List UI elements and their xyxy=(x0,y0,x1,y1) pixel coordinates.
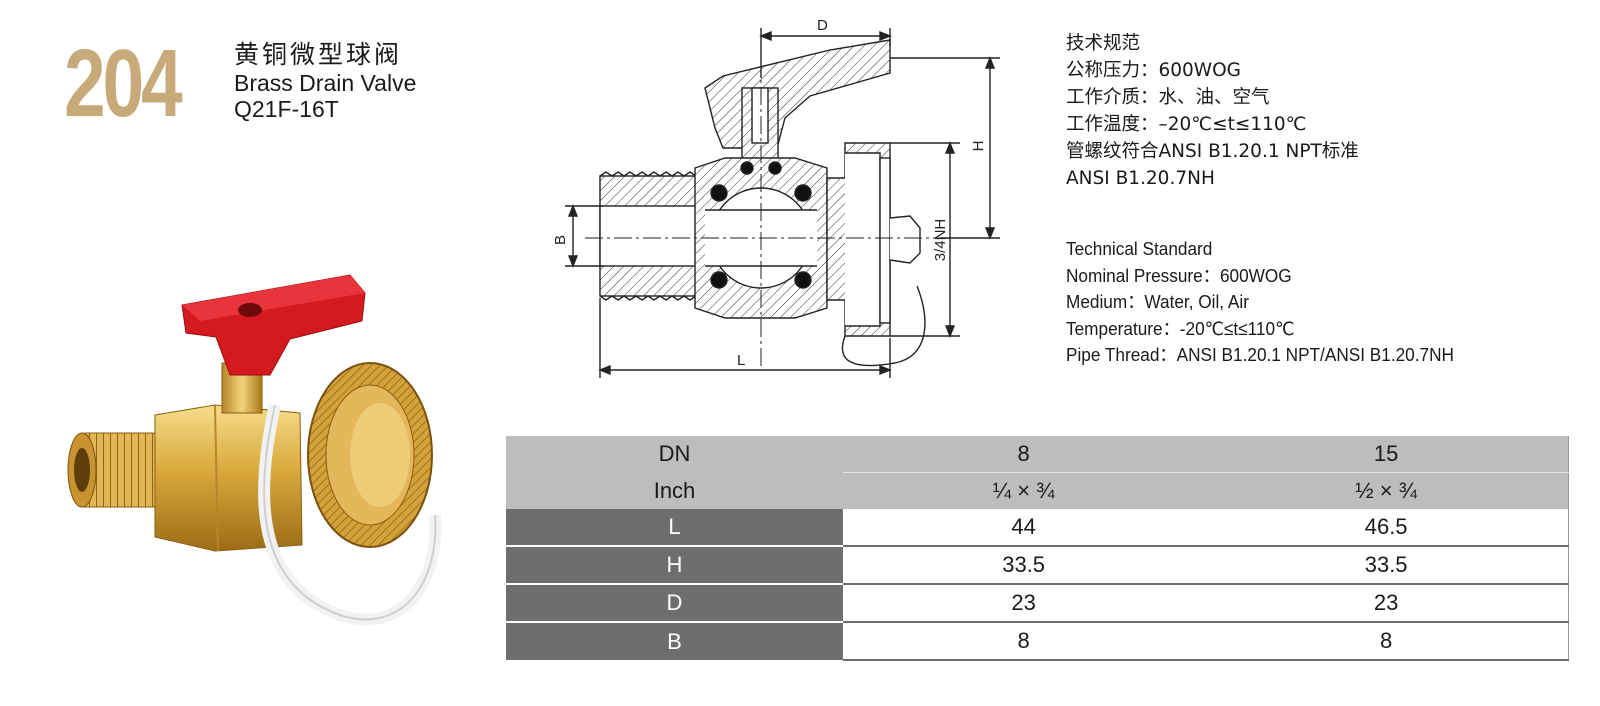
spec-en-heading: Technical Standard xyxy=(1066,238,1213,259)
table-row-label: B xyxy=(506,622,843,660)
table-header-row: DN 8 15 xyxy=(506,436,1569,473)
spec-en-pressure: Nominal Pressure：600WOG xyxy=(1066,264,1292,286)
spec-en-medium: Medium：Water, Oil, Air xyxy=(1066,291,1249,312)
spec-en-thread: Pipe Thread：ANSI B1.20.1 NPT/ANSI B1.20.… xyxy=(1066,344,1454,365)
product-name-en: Brass Drain Valve xyxy=(234,70,417,96)
table-row-label: H xyxy=(506,546,843,585)
dimension-table: DN 8 15 Inch ¼ × ¾ ½ × ¾ L 44 46.5 H 33.… xyxy=(506,436,1569,661)
spec-cn-temperature: 工作温度：–20℃≤t≤110℃ xyxy=(1066,114,1307,135)
dim-label-h: H xyxy=(970,141,987,152)
spec-cn-pressure: 公称压力：600WOG xyxy=(1066,60,1242,81)
table-row: H 33.5 33.5 xyxy=(506,546,1569,585)
spec-cn-thread: 管螺纹符合ANSI B1.20.1 NPT标准 xyxy=(1066,141,1359,162)
table-header-cell: 15 xyxy=(1204,436,1569,473)
table-row: B 8 8 xyxy=(506,622,1569,661)
table-cell: 33.5 xyxy=(843,546,1205,585)
dim-label-l: L xyxy=(737,352,745,369)
table-cell: 8 xyxy=(1204,622,1569,661)
valve-photo xyxy=(67,274,442,626)
table-cell: 23 xyxy=(1204,584,1569,623)
spec-en-temperature: Temperature：-20℃≤t≤110℃ xyxy=(1066,317,1295,339)
spec-cn: 技术规范 公称压力：600WOG 工作介质：水、油、空气 工作温度：–20℃≤t… xyxy=(1066,30,1359,192)
table-header-label: DN xyxy=(506,436,843,473)
product-name-cn: 黄铜微型球阀 xyxy=(234,40,403,69)
spec-cn-thread2: ANSI B1.20.7NH xyxy=(1066,168,1215,189)
table-row: D 23 23 xyxy=(506,584,1569,623)
title-block: 黄铜微型球阀 Brass Drain Valve Q21F-16T xyxy=(234,40,416,122)
table-cell: 46.5 xyxy=(1204,509,1569,547)
dim-label-nh: 3/4NH xyxy=(932,219,949,262)
spec-en: Technical Standard Nominal Pressure：600W… xyxy=(1066,236,1454,369)
table-cell: 33.5 xyxy=(1204,546,1569,585)
cross-section-drawing: D H 3/4NH B L xyxy=(552,18,1000,378)
table-header-label: Inch xyxy=(506,472,843,509)
spec-cn-heading: 技术规范 xyxy=(1066,33,1141,54)
dim-label-b: B xyxy=(552,235,569,245)
table-cell: 44 xyxy=(843,509,1205,547)
table-row-label: D xyxy=(506,584,843,623)
product-code: Q21F-16T xyxy=(234,96,339,122)
table-header-cell: ¼ × ¾ xyxy=(843,472,1205,509)
spec-cn-medium: 工作介质：水、油、空气 xyxy=(1066,87,1270,108)
table-header-row: Inch ¼ × ¾ ½ × ¾ xyxy=(506,472,1569,509)
table-header-cell: 8 xyxy=(843,436,1205,473)
dim-label-d: D xyxy=(817,18,828,34)
table-cell: 23 xyxy=(843,584,1205,623)
table-row: L 44 46.5 xyxy=(506,509,1569,547)
table-cell: 8 xyxy=(843,622,1205,661)
table-row-label: L xyxy=(506,509,843,547)
table-header-cell: ½ × ¾ xyxy=(1204,472,1569,509)
model-number: 204 xyxy=(64,30,183,137)
